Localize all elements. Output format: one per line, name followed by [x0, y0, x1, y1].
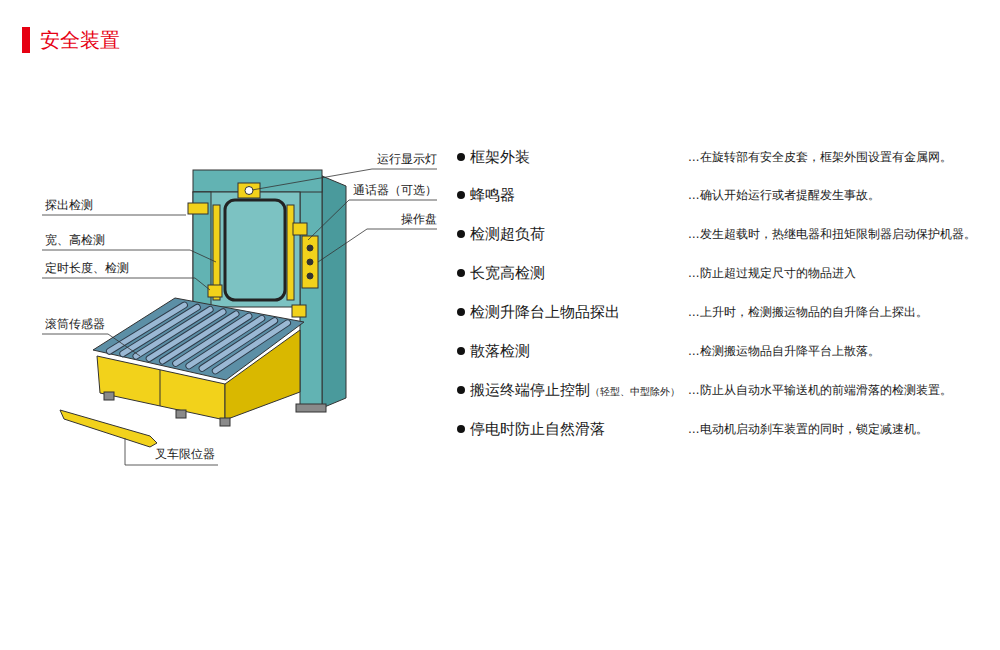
roller	[215, 323, 287, 371]
leader-line	[318, 229, 437, 262]
panel-button	[307, 245, 313, 251]
bullet	[457, 191, 465, 199]
leader-lines	[42, 169, 437, 465]
feature-description: …防止超过规定尺寸的物品进入	[688, 265, 856, 281]
bullets	[457, 153, 465, 433]
foot	[104, 392, 114, 400]
bullet	[457, 386, 465, 394]
feature-description: …检测搬运物品自升降平台上散落。	[688, 343, 880, 359]
lamp-lens	[245, 187, 253, 195]
run-lamp	[238, 183, 260, 198]
feature-description: …防止从自动水平输送机的前端滑落的检测装置。	[688, 382, 952, 398]
callout-label: 操作盘	[401, 212, 437, 226]
callout-label: 探出检测	[45, 198, 93, 212]
bullet	[457, 347, 465, 355]
feature-name: 框架外装	[470, 147, 530, 167]
page-title: 安全装置	[40, 26, 120, 54]
feature-description: …发生超载时，热继电器和扭矩限制器启动保护机器。	[688, 226, 976, 242]
chain-loop	[225, 200, 285, 300]
sensor	[208, 285, 222, 297]
sensor	[292, 305, 306, 317]
feature-name: 蜂鸣器	[470, 185, 515, 205]
sensor	[188, 203, 208, 214]
rollers	[110, 305, 288, 371]
pillar-foot	[296, 404, 326, 412]
feature-name: 长宽高检测	[470, 263, 545, 283]
roller	[189, 318, 262, 366]
title-bar	[22, 27, 30, 53]
feature-description: …上升时，检测搬运物品的自升降台上探出。	[688, 304, 928, 320]
feature-name: 检测超负荷	[470, 224, 545, 244]
foot	[176, 410, 186, 418]
lift-machine	[93, 170, 346, 426]
bullet	[457, 153, 465, 161]
roller	[202, 321, 275, 369]
panel-button	[307, 273, 313, 279]
feature-description: …确认开始运行或者提醒发生事故。	[688, 187, 880, 203]
feature-name: 搬运终端停止控制	[470, 380, 590, 400]
feature-note: （轻型、中型除外）	[590, 385, 680, 398]
foot	[220, 418, 230, 426]
bullet	[457, 308, 465, 316]
bullet	[457, 425, 465, 433]
callout-label: 运行显示灯	[377, 152, 437, 166]
callout-label: 滚筒传感器	[45, 317, 105, 331]
feature-name: 停电时防止自然滑落	[470, 419, 605, 439]
leader-line	[308, 200, 437, 240]
base-seam	[160, 370, 161, 406]
leader-line	[42, 250, 216, 262]
control-panel	[302, 236, 318, 288]
callout-label: 定时长度、检测	[45, 261, 129, 275]
roller-fills	[110, 305, 288, 371]
leader-line	[42, 334, 140, 356]
pillar-side	[322, 176, 346, 408]
pillar-front	[300, 176, 322, 408]
leader-line	[125, 438, 218, 465]
bullet	[457, 269, 465, 277]
roller-bed	[93, 298, 304, 380]
sensor	[293, 223, 307, 235]
feature-description: …电动机启动刹车装置的同时，锁定减速机。	[688, 421, 928, 437]
forklift-stopper	[60, 410, 157, 447]
callout-label: 宽、高检测	[45, 233, 105, 247]
guide-rail	[287, 205, 294, 300]
feature-name: 检测升降台上物品探出	[470, 302, 620, 322]
roller-outlines	[110, 305, 288, 371]
leader-line	[42, 278, 210, 290]
callout-label: 通话器（可选）	[353, 183, 437, 197]
feature-description: …在旋转部有安全皮套，框架外围设置有金属网。	[688, 149, 952, 165]
callout-label: 叉车限位器	[155, 447, 215, 461]
leader-line	[42, 215, 186, 216]
bullet	[457, 230, 465, 238]
panel-button	[307, 259, 313, 265]
feature-name: 散落检测	[470, 341, 530, 361]
